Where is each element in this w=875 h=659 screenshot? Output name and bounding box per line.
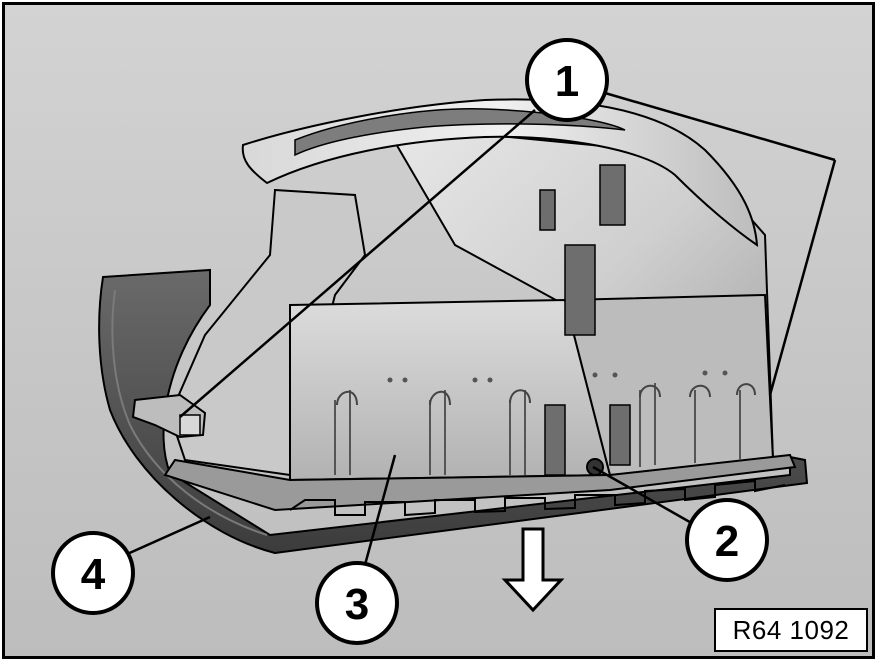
callout-1-label: 1 [555, 57, 579, 106]
callout-3: 3 [315, 561, 399, 645]
top-opening [241, 98, 759, 248]
callout-2: 2 [685, 498, 769, 582]
trim-panel [98, 268, 809, 555]
callout-4: 4 [51, 531, 135, 615]
housing-body [163, 123, 797, 517]
left-clip [131, 393, 207, 439]
callout-3-label: 3 [345, 580, 369, 629]
down-arrow-icon [501, 527, 565, 613]
leader-lines [124, 91, 837, 584]
reference-code: R64 1092 [714, 608, 868, 652]
callout-1: 1 [525, 38, 609, 122]
housing-illustration: 1 2 3 4 [51, 38, 837, 645]
callout-2-label: 2 [715, 517, 739, 566]
callout-4-label: 4 [81, 550, 106, 599]
